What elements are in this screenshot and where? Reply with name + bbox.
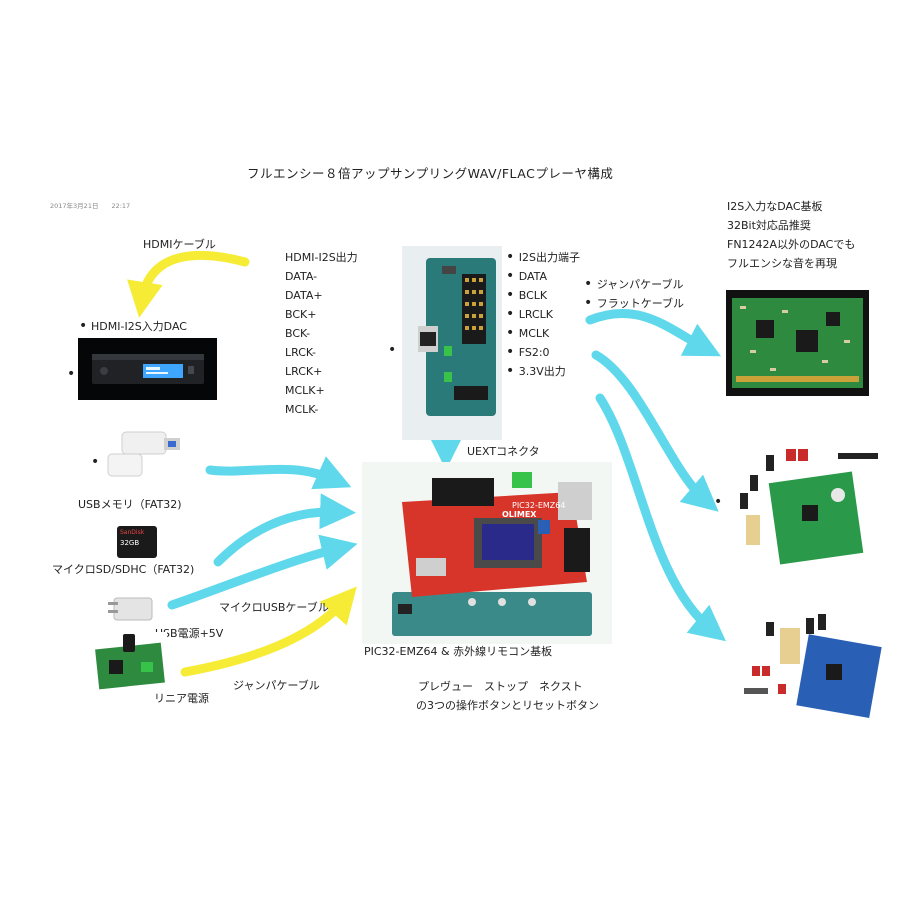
interface-board-photo: [402, 246, 502, 440]
bullet: •: [388, 343, 396, 357]
dac-note: 32Bit対応品推奨: [727, 216, 855, 235]
bullet: •: [584, 295, 597, 311]
bullet: •: [67, 367, 75, 381]
usb-memory-label: USBメモリ（FAT32): [78, 499, 182, 510]
signal: MCLK+: [285, 381, 358, 400]
hdmi-dac-photo: [78, 338, 217, 400]
buttons-line-2: の3つの操作ボタンとリセットボタン: [416, 700, 599, 711]
olimex-logo: OLIMEX: [502, 510, 537, 519]
bullet: •: [714, 495, 722, 509]
cable-item: フラットケーブル: [597, 297, 684, 310]
linear-power-label: リニア電源: [154, 693, 209, 704]
dac-note: FN1242A以外のDACでも: [727, 235, 855, 254]
buttons-line-1: プレヴュー ストップ ネクスト: [418, 681, 583, 692]
sd-brand-text: SanDisk: [120, 529, 144, 536]
bullet: •: [506, 363, 519, 379]
bullet: •: [91, 455, 99, 469]
signal: BCLK: [519, 289, 547, 302]
jumper-cable-label: ジャンパケーブル: [233, 680, 320, 691]
signal: 3.3V出力: [519, 365, 566, 378]
cable-item: ジャンパケーブル: [597, 278, 684, 291]
bullet: •: [506, 249, 519, 265]
hdmi-cable-arrow: [142, 255, 245, 300]
dac-board-notes: I2S入力なDAC基板 32Bit対応品推奨 FN1242A以外のDACでも フ…: [727, 197, 855, 273]
bullet: •: [79, 319, 87, 333]
signal: DATA-: [285, 267, 358, 286]
sd-size-text: 32GB: [120, 539, 139, 547]
bullet: •: [506, 268, 519, 284]
dac-note: I2S入力なDAC基板: [727, 197, 855, 216]
board-model-text: PIC32-EMZ64: [512, 501, 565, 510]
uext-label: UEXTコネクタ: [467, 446, 540, 457]
signal: LRCLK: [519, 308, 553, 321]
usb-memory-arrow: [210, 469, 335, 480]
signal: MCLK-: [285, 400, 358, 419]
signal: DATA+: [285, 286, 358, 305]
dac-board-photo-1: [726, 290, 869, 396]
bullet: •: [584, 276, 597, 292]
i2s-heading: I2S出力端子: [519, 251, 580, 264]
i2s-output-list: • I2S出力端子 • DATA • BCLK • LRCLK • MCLK •…: [506, 248, 580, 381]
signal: BCK-: [285, 324, 358, 343]
main-board-label: PIC32-EMZ64 & 赤外線リモコン基板: [364, 646, 552, 657]
dac-arrow-1: [590, 313, 705, 348]
dac-board-photo-3: [738, 606, 888, 726]
hdmi-i2s-heading: HDMI-I2S出力: [285, 248, 358, 267]
usb-power-photo: [106, 590, 156, 624]
signal: DATA: [519, 270, 547, 283]
signal: LRCK+: [285, 362, 358, 381]
signal: LRCK-: [285, 343, 358, 362]
signal: BCK+: [285, 305, 358, 324]
usb-memory-photo: [102, 428, 184, 484]
micro-usb-cable-label: マイクロUSBケーブル: [219, 602, 329, 613]
main-board-photo: PIC32-EMZ64 OLIMEX: [362, 462, 612, 644]
bullet: •: [506, 306, 519, 322]
sd-card-photo: SanDisk 32GB: [117, 526, 157, 558]
hdmi-cable-label: HDMIケーブル: [143, 239, 216, 250]
bullet: •: [506, 287, 519, 303]
cable-list: • ジャンパケーブル • フラットケーブル: [584, 275, 684, 313]
bullet: •: [506, 344, 519, 360]
sd-card-label: マイクロSD/SDHC（FAT32): [52, 564, 194, 575]
bullet: •: [506, 325, 519, 341]
linear-power-photo: [93, 632, 167, 690]
dac-note: フルエンシな音を再現: [727, 254, 855, 273]
signal: FS2:0: [519, 346, 550, 359]
hdmi-dac-label: HDMI-I2S入力DAC: [91, 321, 187, 332]
hdmi-i2s-output-list: HDMI-I2S出力 DATA- DATA+ BCK+ BCK- LRCK- L…: [285, 248, 358, 419]
dac-board-photo-2: [726, 445, 881, 565]
signal: MCLK: [519, 327, 550, 340]
micro-usb-arrow: [172, 548, 340, 605]
